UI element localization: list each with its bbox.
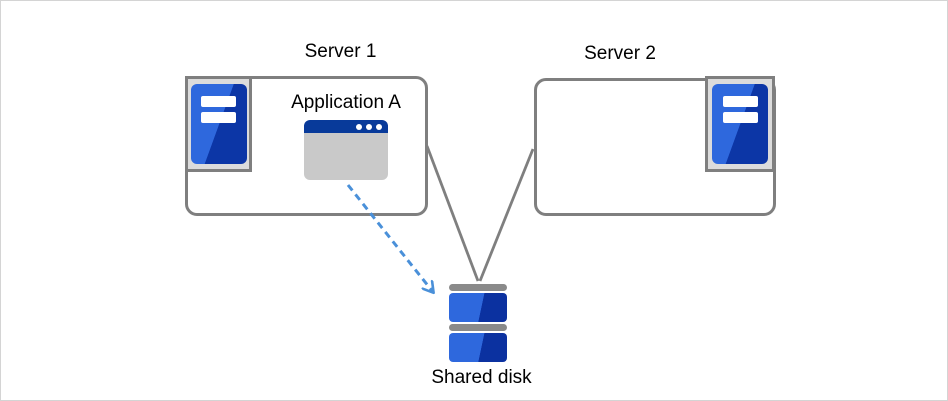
server1-host-icon-frame	[185, 76, 252, 172]
connector-server2-disk	[478, 148, 535, 282]
disk-lid	[449, 284, 507, 291]
application-label: Application A	[291, 92, 401, 113]
disk-stack-icon	[449, 284, 507, 362]
disk-lid	[449, 324, 507, 331]
titlebar-dot	[376, 123, 382, 130]
disk-unit	[449, 333, 507, 362]
server-slat	[722, 112, 758, 123]
connector-server1-disk	[425, 145, 480, 282]
app-window-titlebar	[304, 120, 388, 133]
server-tower-icon	[190, 84, 247, 164]
server1-label: Server 1	[304, 41, 377, 62]
titlebar-dot	[366, 123, 372, 130]
app-window-body	[304, 133, 388, 180]
server-slat	[201, 96, 236, 107]
disk-unit	[449, 293, 507, 322]
server2-host-icon-frame	[705, 76, 775, 172]
server2-label: Server 2	[584, 43, 656, 64]
shared-disk-label: Shared disk	[431, 367, 532, 388]
server-slat	[201, 112, 236, 123]
app-window-icon	[304, 120, 388, 180]
server-slat	[722, 96, 758, 107]
server-tower-icon	[712, 84, 768, 164]
titlebar-dot	[356, 123, 362, 130]
